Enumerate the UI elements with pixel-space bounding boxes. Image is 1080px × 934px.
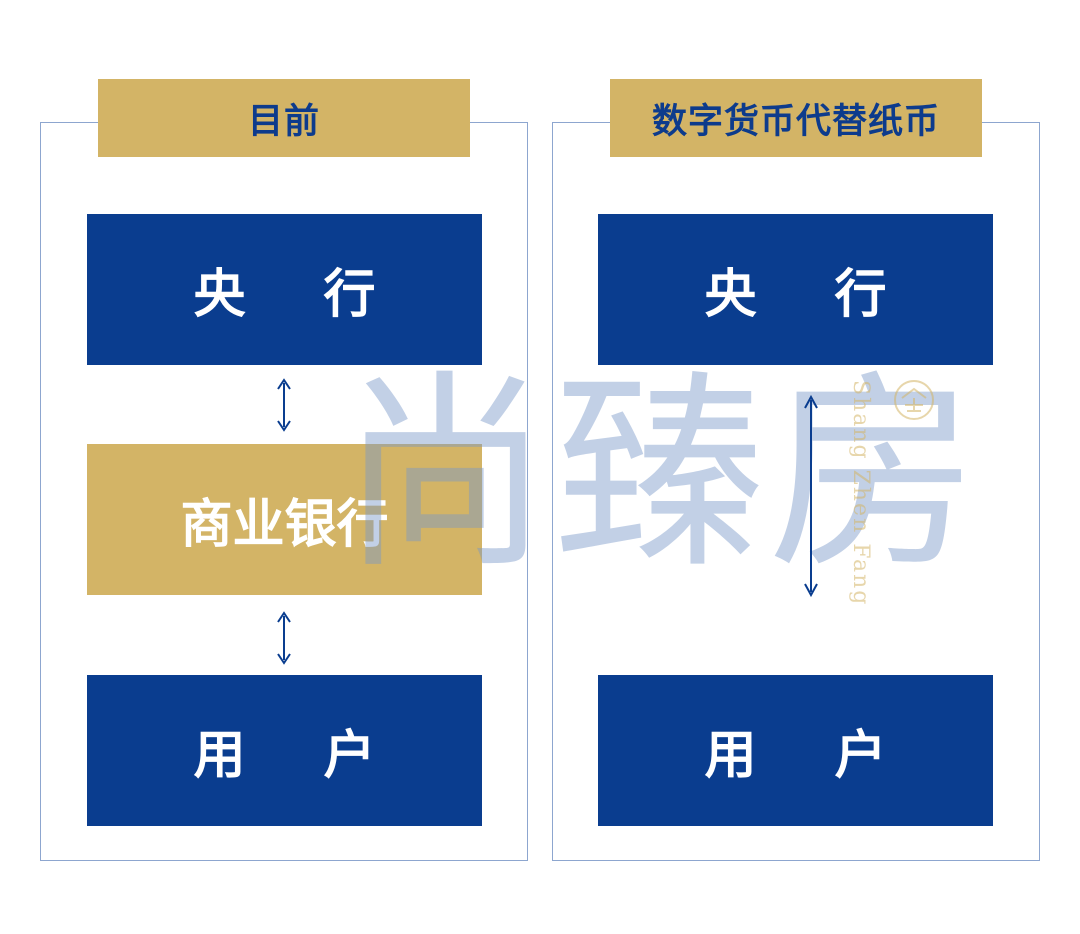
watermark-text: 尚臻房 xyxy=(340,352,983,597)
right-central-bank-box: 央行 xyxy=(598,214,993,365)
right-users-box: 用户 xyxy=(598,675,993,826)
watermark-logo-icon xyxy=(894,380,934,420)
left-central-bank-box: 央行 xyxy=(87,214,482,365)
watermark-subtext: Shang Zhen Fang xyxy=(848,380,873,607)
right-panel-header: 数字货币代替纸币 xyxy=(610,79,982,157)
left-commercial-bank-box: 商业银行 xyxy=(87,444,482,595)
left-panel-header: 目前 xyxy=(98,79,470,157)
left-users-box: 用户 xyxy=(87,675,482,826)
